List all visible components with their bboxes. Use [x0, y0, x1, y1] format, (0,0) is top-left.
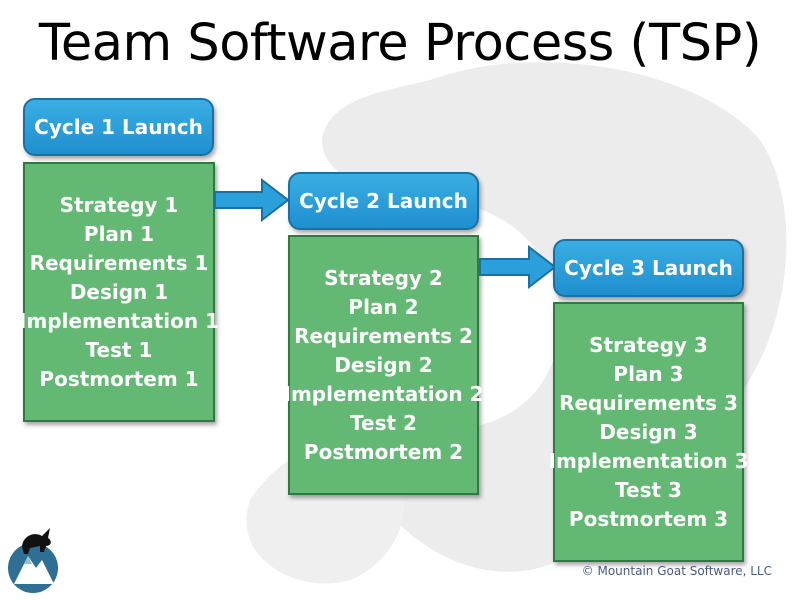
cycle-1-step: Test 1 — [85, 337, 153, 362]
mountain-goat-logo-icon — [8, 528, 58, 593]
cycle-2-phase-box: Strategy 2 Plan 2 Requirements 2 Design … — [284, 235, 484, 495]
cycle-1-step: Postmortem 1 — [39, 366, 199, 391]
cycle-3-step: Strategy 3 — [589, 332, 708, 357]
cycle-3-step: Test 3 — [615, 477, 682, 502]
cycle-3-phase-box: Strategy 3 Plan 3 Requirements 3 Design … — [549, 302, 749, 562]
cycle-1-step: Requirements 1 — [29, 250, 209, 275]
page-title: Team Software Process (TSP) — [38, 14, 762, 73]
cycle-2-step: Implementation 2 — [283, 381, 484, 406]
cycle-3-launch-label: Cycle 3 Launch — [564, 256, 733, 280]
cycle-2-step: Strategy 2 — [324, 265, 443, 290]
cycle-2-step: Design 2 — [334, 352, 433, 377]
cycle-1-step: Plan 1 — [83, 221, 155, 246]
cycle-1-launch-box: Cycle 1 Launch — [23, 98, 214, 156]
cycle-1-step: Strategy 1 — [59, 192, 179, 217]
cycle-3-step: Requirements 3 — [559, 390, 738, 415]
cycle-3-step: Implementation 3 — [548, 448, 749, 473]
cycle-3-step: Design 3 — [599, 419, 698, 444]
cycle-2-launch-label: Cycle 2 Launch — [299, 189, 468, 213]
cycle-2-step: Requirements 2 — [294, 323, 473, 348]
cycle-1-phase-box: Strategy 1 Plan 1 Requirements 1 Design … — [19, 162, 219, 422]
cycle-3-step: Postmortem 3 — [568, 506, 729, 531]
cycle-1-step: Design 1 — [69, 279, 169, 304]
cycle-1-step: Implementation 1 — [19, 308, 219, 333]
cycle-2-step: Plan 2 — [348, 294, 419, 319]
cycle-2-step: Test 2 — [350, 410, 417, 435]
copyright-text: © Mountain Goat Software, LLC — [581, 564, 772, 578]
cycle-2-step: Postmortem 2 — [303, 439, 464, 464]
arrow-cycle-1-to-2-icon — [214, 178, 290, 222]
cycle-1-launch-label: Cycle 1 Launch — [34, 115, 203, 139]
arrow-cycle-2-to-3-icon — [479, 245, 557, 289]
cycle-3-launch-box: Cycle 3 Launch — [553, 239, 744, 297]
cycle-2-launch-box: Cycle 2 Launch — [288, 172, 479, 230]
cycle-3-step: Plan 3 — [613, 361, 684, 386]
